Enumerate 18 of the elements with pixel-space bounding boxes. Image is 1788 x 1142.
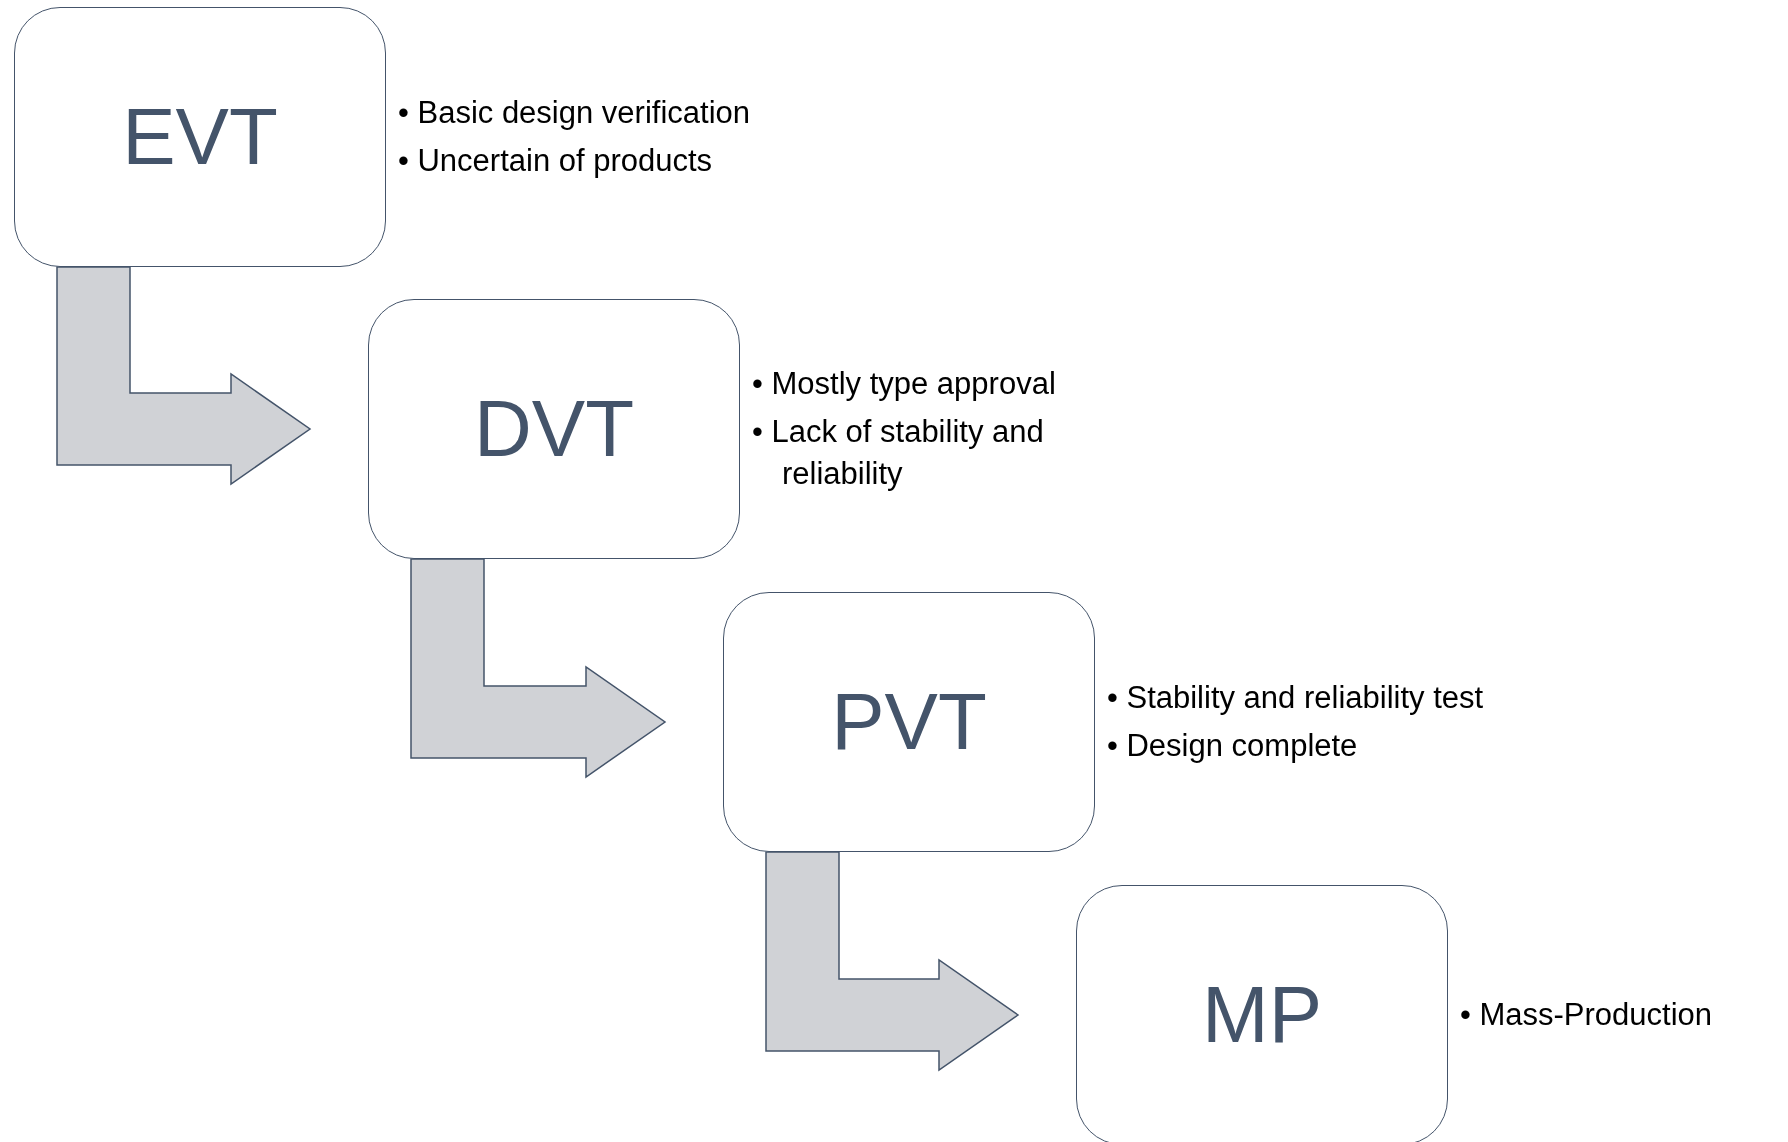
- stage-box: [368, 299, 740, 559]
- bent-arrow: [410, 558, 667, 779]
- stage-label: DVT: [474, 383, 634, 475]
- bullet-text: • Lack of stability and reliability: [752, 413, 1045, 493]
- stage-box: [723, 592, 1095, 852]
- bent-arrow: [56, 266, 312, 486]
- bullet-text: • Stability and reliability test: [1107, 679, 1485, 717]
- bullet-text: • Mostly type approval: [752, 365, 1057, 403]
- stage-label: PVT: [831, 676, 987, 768]
- stage-box: [1076, 885, 1448, 1142]
- stage-label: MP: [1202, 969, 1322, 1061]
- stage-box: [14, 7, 386, 267]
- stage-label: EVT: [122, 91, 278, 183]
- bullet-text: • Design complete: [1107, 727, 1359, 765]
- bullet-text: • Basic design verification: [398, 94, 752, 132]
- bent-arrow: [765, 851, 1020, 1072]
- bullet-text: • Uncertain of products: [398, 142, 714, 180]
- bullet-text: • Mass-Production: [1460, 996, 1714, 1034]
